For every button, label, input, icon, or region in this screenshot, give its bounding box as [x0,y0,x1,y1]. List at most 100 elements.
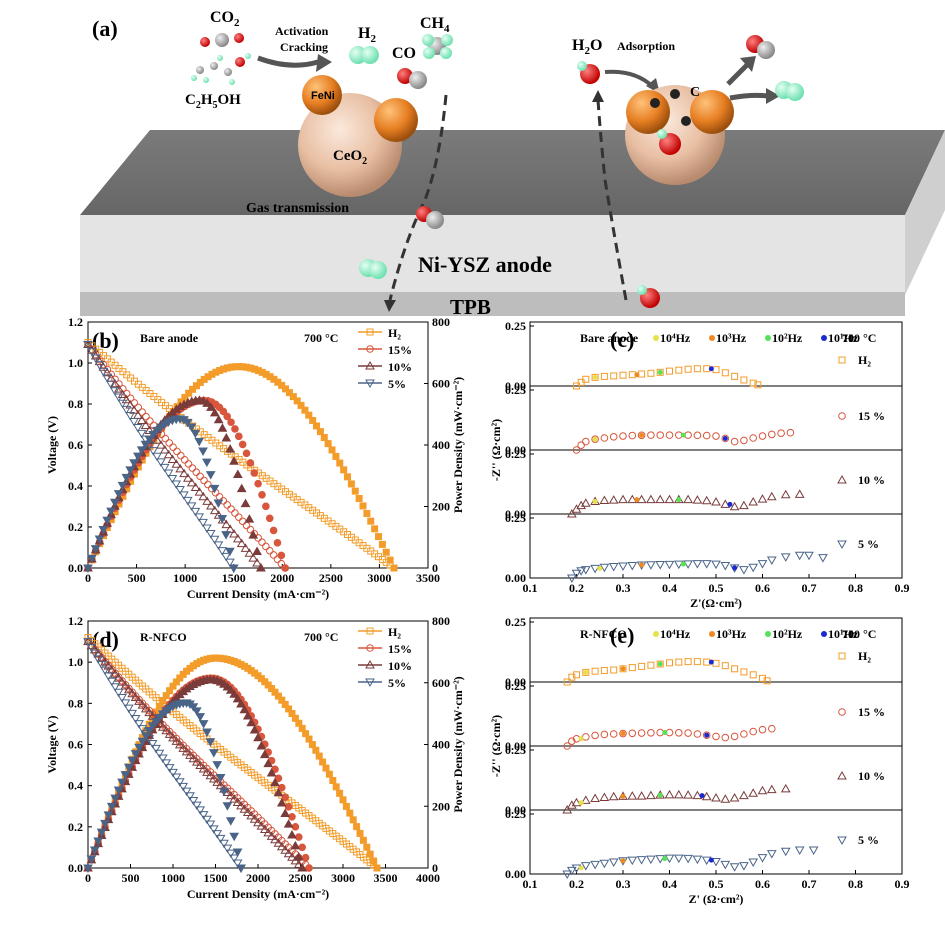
voltage-point [123,684,134,694]
voltage-point [161,759,172,768]
ch4-label: CH4 [420,15,450,35]
eis-point [740,376,748,384]
y-axis-label: -Z'' (Ω·cm²) [489,715,503,777]
power-point [202,458,212,468]
voltage-point [86,643,97,653]
x-tick-label: 1000 [161,871,185,885]
eis-point [610,666,618,674]
power-point [232,848,243,858]
y-tick-label: 0.4 [68,479,83,493]
power-point [120,771,131,780]
legend-marker [365,659,375,669]
freq-marker [821,335,827,341]
power-point [94,535,105,544]
freq-point [680,561,686,567]
voltage-point [171,480,182,489]
eis-point [720,499,731,508]
h2o-molecule [577,61,600,84]
y-tick-label: 0.00 [505,571,526,585]
power-point [217,515,228,524]
eis-point [609,433,618,441]
voltage-point [185,792,195,801]
y-tick-label: 1.0 [68,655,83,669]
eis-point [646,855,656,865]
power-point [147,722,158,731]
y2-axis-label: Power Density (mW·cm⁻²) [451,377,465,513]
power-point [328,446,336,454]
voltage-point [181,787,192,797]
legend-label: H₂ [858,353,871,367]
y-tick-label: 0.0 [68,561,83,575]
voltage-point [225,558,235,568]
power-point [359,502,367,510]
voltage-point [269,551,278,559]
x-tick-label: 3500 [416,571,440,585]
x-tick-label: 0.5 [709,581,724,595]
eis-point [740,730,748,738]
voltage-point [125,411,136,421]
voltage-point [183,473,193,482]
voltage-point [83,638,93,647]
voltage-point [175,485,185,495]
eis-point [571,569,582,579]
voltage-point [167,454,178,463]
eis-point [673,789,684,799]
eis-point [571,864,582,874]
eis-point [711,560,721,570]
eis-point [780,489,791,499]
eis-point [731,665,739,673]
voltage-point [110,683,121,692]
y-tick-label: 0.8 [68,397,83,411]
power-point [229,832,240,842]
voltage-point [165,439,173,447]
voltage-point [209,505,220,515]
power-point [229,456,239,465]
power-point [189,385,197,393]
voltage-point [96,661,107,670]
ethanol-label: C2H5OH [185,92,241,111]
voltage-point [208,825,219,834]
eis-point [566,574,577,584]
legend-label: 15 % [858,705,885,719]
x-tick-label: 0.2 [569,877,584,891]
feni-particle-r1 [626,90,670,134]
eis-point [647,431,655,439]
eis-point [655,561,666,570]
voltage-point [185,750,195,759]
voltage-point [198,491,209,501]
series-1 [84,637,313,872]
x-tick-label: 500 [128,571,146,585]
eis-point [711,792,721,802]
power-point [225,547,235,557]
schematic-panel: (a) CO2 C2H5OH Activation Cracking H2 CO… [80,9,945,319]
power-point [83,564,93,574]
eis-point [730,732,739,741]
temperature-label: 700 °C [304,331,338,345]
power-point [209,407,220,417]
eis-point [563,742,572,750]
eis-point [702,431,711,440]
anode-top-surface [80,130,945,215]
voltage-point [167,474,178,484]
eis-point [673,854,684,864]
power-point [129,459,139,468]
x-tick-label: 0.8 [848,581,863,595]
voltage-point [215,492,224,501]
eis-point [712,366,720,374]
power-point [353,823,361,831]
power-point [301,406,309,414]
y-axis-label: Voltage (V) [45,416,59,474]
x-tick-label: 0.6 [755,877,770,891]
voltage-point [215,834,226,844]
voltage-point [209,535,220,545]
voltage-point [123,704,134,714]
freq-point [657,661,663,667]
power-point [254,479,262,488]
eis-point [780,553,791,562]
eis-point [739,500,749,510]
freq-point [662,730,668,736]
legend-marker [837,770,847,780]
voltage-point [94,356,105,366]
eis-point [701,856,712,866]
voltage-point [129,418,139,427]
